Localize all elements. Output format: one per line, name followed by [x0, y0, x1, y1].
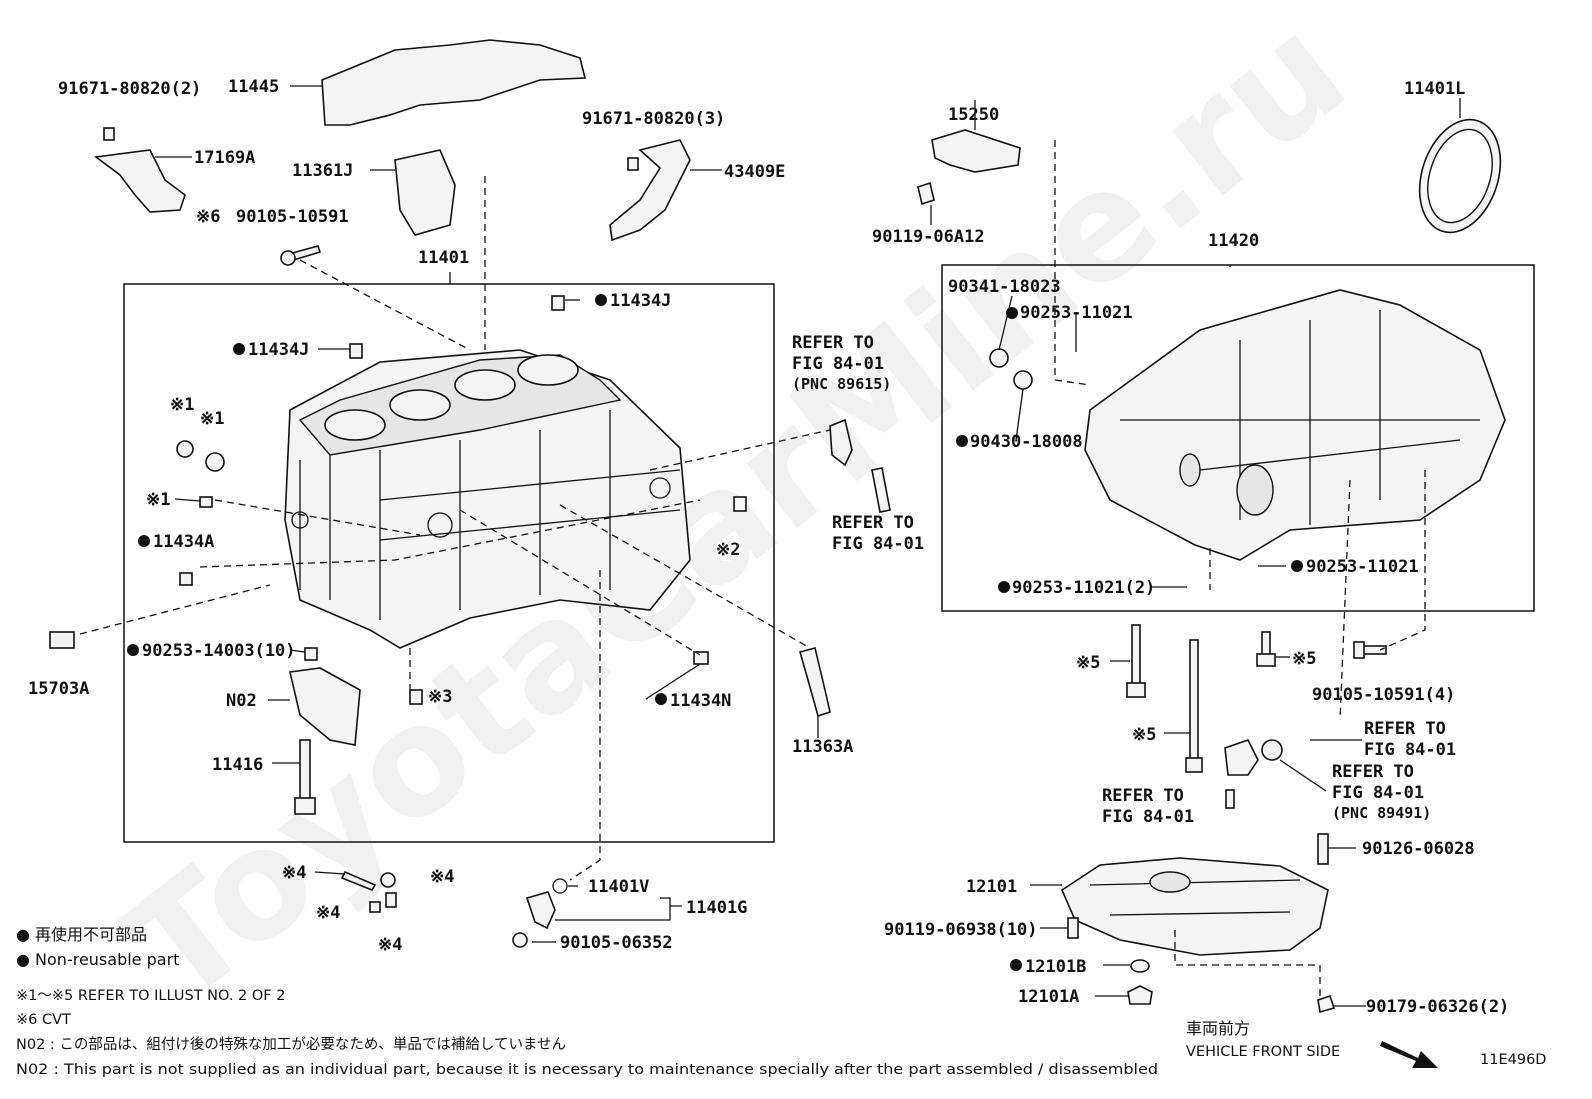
label-90119-06938: 90119-06938(10) [884, 920, 1038, 940]
label-11434A: 11434A [153, 532, 214, 552]
label-15250: 15250 [948, 105, 999, 125]
oil-pan-no2-drawing [1060, 857, 1329, 956]
label-90119-06A12: 90119-06A12 [872, 227, 985, 247]
refer-3-line1: REFER TO [1364, 719, 1446, 739]
cylinder-block-drawing [284, 349, 691, 649]
direction-en: VEHICLE FRONT SIDE [1186, 1044, 1340, 1060]
label-11420: 11420 [1208, 231, 1259, 251]
legend: ● 再使用不可部品 ● Non-reusable part ※1～※5 REFE… [16, 925, 1158, 1078]
label-91671-80820-2: 91671-80820(2) [58, 79, 201, 99]
refer-4-line1: REFER TO [1102, 786, 1184, 806]
label-90253-11021-a: 90253-11021 [1020, 303, 1133, 323]
oil-pan-sub-drawing [1084, 289, 1506, 561]
label-90253-14003: 90253-14003(10) [142, 641, 296, 661]
label-mark1b: ※1 [200, 409, 224, 429]
label-90179-06326: 90179-06326(2) [1366, 997, 1509, 1017]
label-11445: 11445 [228, 77, 279, 97]
refer-1-line1: REFER TO [792, 333, 874, 353]
label-15703A: 15703A [28, 679, 89, 699]
label-mark4a: ※4 [282, 863, 306, 883]
label-90105-10591-4: 90105-10591(4) [1312, 685, 1455, 705]
non-reusable-markers [127, 294, 1303, 971]
label-mark2: ※2 [716, 540, 740, 560]
label-mark3: ※3 [428, 687, 452, 707]
label-mark5a: ※5 [1076, 653, 1100, 673]
label-11401L: 11401L [1404, 79, 1465, 99]
label-12101A: 12101A [1018, 987, 1079, 1007]
label-17169A: 17169A [194, 148, 255, 168]
refer-2-line1: REFER TO [832, 513, 914, 533]
label-11363A: 11363A [792, 737, 853, 757]
label-90253-11021-2: 90253-11021(2) [1012, 578, 1155, 598]
oil-pan-sub-box [941, 264, 1535, 612]
refer-5-line2: FIG 84-01 [1332, 783, 1424, 803]
direction-indicator: 車両前方 VEHICLE FRONT SIDE [1186, 1019, 1340, 1060]
label-12101B: 12101B [1025, 957, 1086, 977]
refer-2-line2: FIG 84-01 [832, 534, 924, 554]
label-12101: 12101 [966, 877, 1017, 897]
label-mark4c: ※4 [316, 903, 340, 923]
label-mark6: ※6 [196, 207, 220, 227]
label-11434J-left: 11434J [248, 340, 309, 360]
small-parts [49, 39, 1502, 1068]
legend-n02-en: N02 : This part is not supplied as an in… [16, 1062, 1158, 1078]
label-mark4d: ※4 [378, 935, 402, 955]
front-direction-arrow [1380, 1041, 1438, 1068]
cylinder-block-box [123, 283, 775, 843]
legend-jp-nonreusable: ● 再使用不可部品 [16, 925, 147, 944]
label-11401V: 11401V [588, 877, 649, 897]
part-labels: 91671-80820(2) 11445 17169A 11361J ※6 90… [28, 77, 1509, 1017]
legend-n02-jp: N02 : この部品は、組付け後の特殊な加工が必要なため、単品では補給していませ… [16, 1036, 566, 1053]
label-90105-10591: 90105-10591 [236, 207, 349, 227]
label-11361J: 11361J [292, 161, 353, 181]
illustration-code: 11E496D [1480, 1052, 1546, 1068]
label-mark5b: ※5 [1292, 649, 1316, 669]
label-91671-80820-3: 91671-80820(3) [582, 109, 725, 129]
legend-ref-6: ※6 CVT [16, 1012, 71, 1028]
label-11401: 11401 [418, 248, 469, 268]
label-90253-11021-b: 90253-11021 [1306, 557, 1419, 577]
label-mark5c: ※5 [1132, 725, 1156, 745]
leader-lines [79, 85, 1461, 1007]
refer-3-line2: FIG 84-01 [1364, 740, 1456, 760]
refer-4-line2: FIG 84-01 [1102, 807, 1194, 827]
label-mark1a: ※1 [170, 395, 194, 415]
label-N02: N02 [226, 691, 257, 711]
label-90341-18023: 90341-18023 [948, 277, 1061, 297]
refer-1-line2: FIG 84-01 [792, 354, 884, 374]
label-90430-18008: 90430-18008 [970, 432, 1083, 452]
legend-ref-1-5: ※1～※5 REFER TO ILLUST NO. 2 OF 2 [16, 988, 285, 1004]
legend-en-nonreusable: ● Non-reusable part [16, 950, 179, 969]
refer-5-line1: REFER TO [1332, 762, 1414, 782]
label-11401G: 11401G [686, 898, 747, 918]
label-43409E: 43409E [724, 162, 785, 182]
direction-jp: 車両前方 [1186, 1019, 1250, 1038]
label-11434N: 11434N [670, 691, 731, 711]
label-11416: 11416 [212, 755, 263, 775]
label-11434J-top: 11434J [610, 291, 671, 311]
label-mark1c: ※1 [146, 490, 170, 510]
label-90126-06028: 90126-06028 [1362, 839, 1475, 859]
label-mark4b: ※4 [430, 867, 454, 887]
label-90105-06352: 90105-06352 [560, 933, 673, 953]
refer-5-line3: (PNC 89491) [1332, 804, 1431, 822]
refer-1-line3: (PNC 89615) [792, 375, 891, 393]
